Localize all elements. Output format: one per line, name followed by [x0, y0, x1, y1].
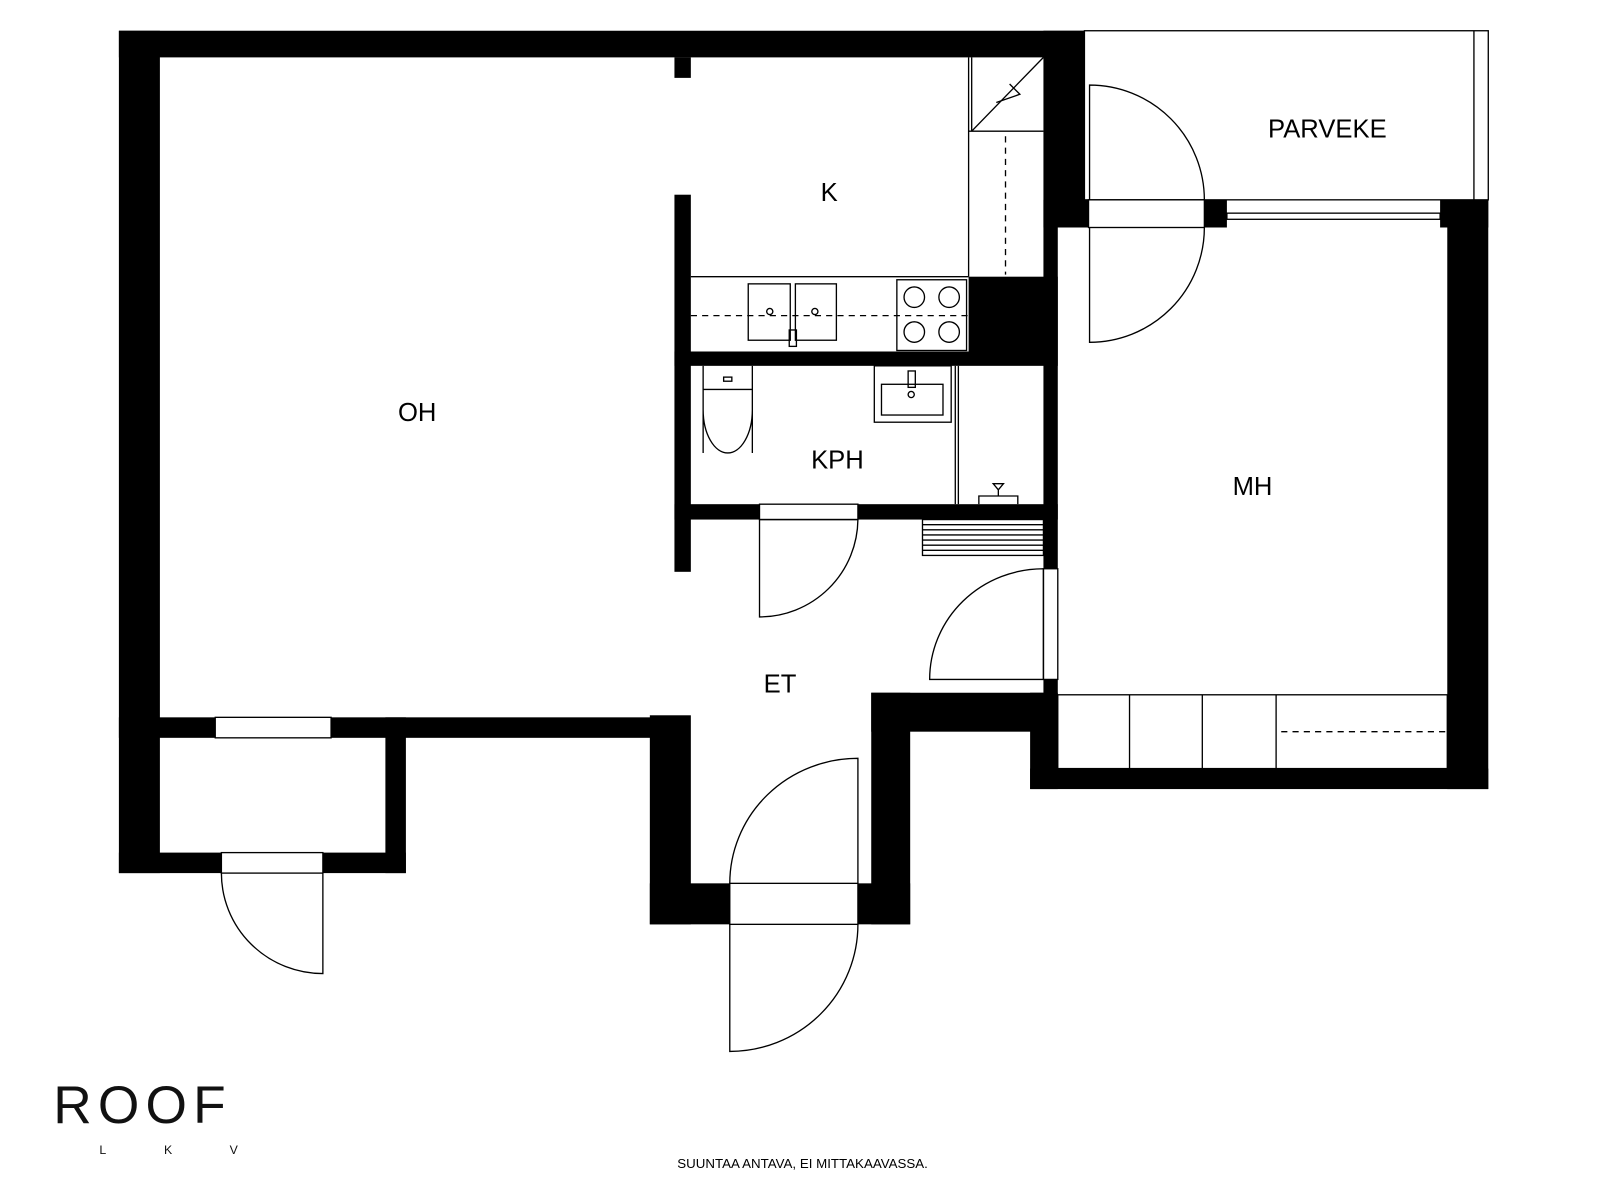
hall-and-bedroom-fixtures: [921, 518, 1448, 770]
wardrobe: [1057, 694, 1448, 770]
balcony-door-icon: [1088, 84, 1206, 343]
room-labels: OH K KPH MH ET PARVEKE: [398, 115, 1387, 698]
thin-lines: [214, 30, 1489, 926]
walls: [118, 30, 1489, 925]
toilet-icon: [702, 365, 754, 454]
room-label-mh: MH: [1233, 473, 1273, 501]
storage-door-icon: [220, 873, 324, 975]
kitchen-fixtures: [690, 56, 1044, 352]
sink-icon: [873, 365, 952, 423]
logo-sub-v: V: [230, 1143, 239, 1157]
doors: [220, 84, 1206, 1053]
bathroom-fixtures: [702, 365, 1019, 505]
room-label-parveke: PARVEKE: [1268, 115, 1387, 143]
disclaimer: SUUNTAA ANTAVA, EI MITTAKAAVASSA.: [677, 1156, 928, 1171]
room-label-et: ET: [764, 671, 797, 699]
room-label-kph: KPH: [811, 446, 864, 474]
logo: ROOF L K V: [53, 1076, 238, 1157]
entrance-door-icon: [729, 757, 859, 1053]
logo-main: ROOF: [53, 1076, 232, 1135]
room-label-k: K: [821, 179, 838, 207]
stove-icon: [896, 279, 968, 352]
logo-sub-k: K: [164, 1143, 173, 1157]
logo-sub-l: L: [99, 1143, 106, 1157]
room-label-oh: OH: [398, 399, 436, 427]
bathroom-door-icon: [758, 518, 859, 618]
bedroom-door-icon: [928, 568, 1045, 681]
shower-icon: [978, 483, 1019, 505]
